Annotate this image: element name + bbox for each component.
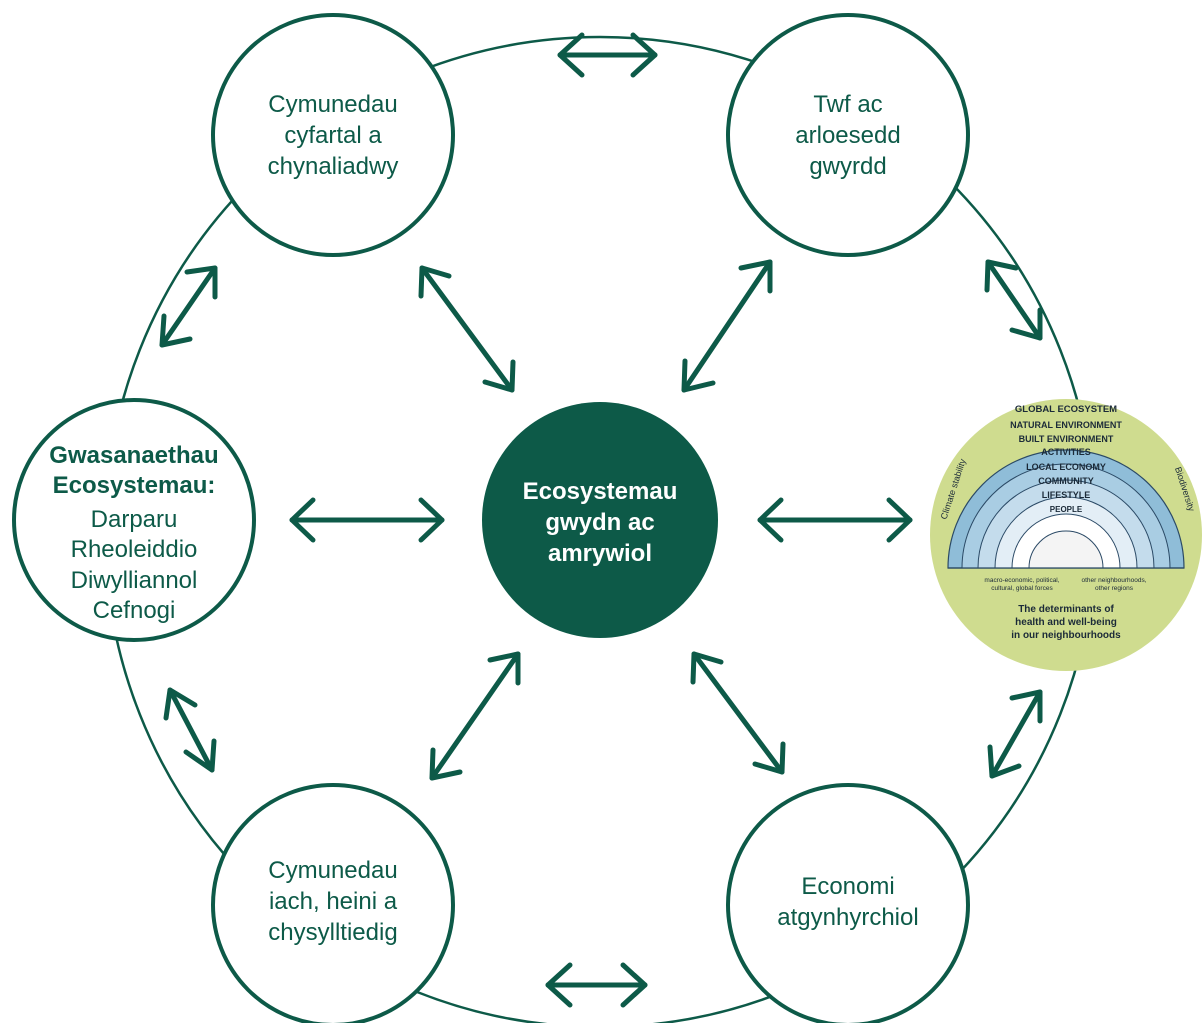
health-map-note: cultural, global forces bbox=[991, 585, 1053, 592]
health-map-ring-label: COMMUNITY bbox=[1038, 476, 1094, 486]
double-arrow bbox=[159, 265, 218, 348]
health-map-note: other neighbourhoods, bbox=[1081, 577, 1146, 584]
center-label-line: amrywiol bbox=[548, 540, 652, 567]
node-label-line: Cefnogi bbox=[93, 597, 176, 624]
double-arrow bbox=[429, 651, 521, 781]
node-healthy-active-connected-communities: Cymunedau iach, heini a chysylltiedig bbox=[211, 783, 455, 1023]
double-arrow bbox=[289, 497, 445, 543]
double-arrow bbox=[557, 32, 658, 78]
node-label-line: Twf ac bbox=[813, 91, 882, 118]
node-label-line: Darparu bbox=[91, 506, 178, 533]
health-map-caption: health and well-being bbox=[1015, 617, 1117, 628]
center-label-line: gwydn ac bbox=[545, 509, 654, 536]
double-arrow bbox=[163, 687, 217, 773]
health-map-note: macro-economic, political, bbox=[984, 577, 1059, 584]
health-map-caption: The determinants of bbox=[1018, 604, 1114, 615]
node-heading-line: Gwasanaethau bbox=[49, 442, 218, 469]
health-map-ring-label: LIFESTYLE bbox=[1042, 490, 1091, 500]
node-label-line: Cymunedau bbox=[268, 857, 397, 884]
node-heading-line: Ecosystemau: bbox=[53, 472, 216, 499]
node-label-line: Diwylliannol bbox=[71, 567, 198, 594]
node-equal-sustainable-communities: Cymunedau cyfartal a chynaliadwy bbox=[211, 13, 455, 257]
node-label-line: Rheoleiddio bbox=[71, 536, 198, 563]
node-label-line: Economi bbox=[801, 873, 894, 900]
double-arrow bbox=[757, 497, 913, 543]
double-arrow bbox=[690, 651, 786, 775]
health-map-ring-label: BUILT ENVIRONMENT bbox=[1019, 434, 1114, 444]
node-label-line: chysylltiedig bbox=[268, 919, 397, 946]
double-arrow bbox=[987, 689, 1043, 779]
node-label-line: atgynhyrchiol bbox=[777, 904, 918, 931]
health-map-ring-label: PEOPLE bbox=[1050, 505, 1083, 514]
health-map-caption: in our neighbourhoods bbox=[1011, 630, 1121, 641]
double-arrow bbox=[681, 259, 773, 393]
health-map-ring-label: NATURAL ENVIRONMENT bbox=[1010, 420, 1122, 430]
node-label-line: Cymunedau bbox=[268, 91, 397, 118]
node-resilient-diverse-ecosystems: Ecosystemau gwydn ac amrywiol bbox=[482, 402, 718, 638]
node-ecosystem-services: Gwasanaethau Ecosystemau: Darparu Rheole… bbox=[12, 398, 256, 642]
node-label-line: iach, heini a bbox=[269, 888, 398, 915]
double-arrow bbox=[984, 259, 1043, 341]
node-label-line: arloesedd bbox=[795, 122, 900, 149]
center-label-line: Ecosystemau bbox=[523, 478, 678, 505]
health-map-ring-label: LOCAL ECONOMY bbox=[1026, 462, 1106, 472]
health-map-ring-label: ACTIVITIES bbox=[1041, 447, 1091, 457]
health-map-note: other regions bbox=[1095, 585, 1134, 592]
node-regenerative-economy: Economi atgynhyrchiol bbox=[726, 783, 970, 1023]
node-label-line: gwyrdd bbox=[809, 153, 886, 180]
double-arrow bbox=[418, 265, 516, 393]
double-arrow bbox=[545, 962, 648, 1008]
node-green-growth-innovation: Twf ac arloesedd gwyrdd bbox=[726, 13, 970, 257]
node-label-line: chynaliadwy bbox=[268, 153, 399, 180]
node-label-line: cyfartal a bbox=[284, 122, 382, 149]
health-map-ring-label: GLOBAL ECOSYSTEM bbox=[1015, 404, 1117, 415]
health-map-image: GLOBAL ECOSYSTEM NATURAL ENVIRONMENT BUI… bbox=[930, 399, 1202, 671]
